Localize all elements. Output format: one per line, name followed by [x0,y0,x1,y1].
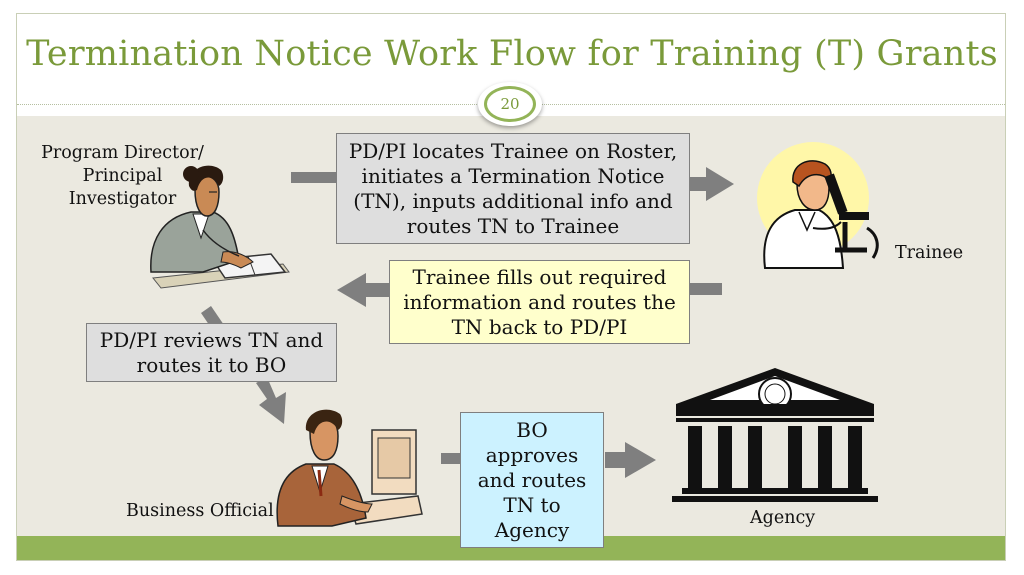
pdpi-label: Program Director/ Principal Investigator [30,142,215,211]
step3-box: PD/PI reviews TN and routes it to BO [86,323,337,382]
step2-line: TN back to PD/PI [451,314,628,339]
business-official-icon [276,409,423,527]
step2-box: Trainee fills out required information a… [389,260,690,344]
step4-line: approves [485,442,579,467]
pdpi-label-line: Principal [82,166,163,186]
business-official-label: Business Official [126,501,274,521]
step4-line: BO [516,417,548,442]
step3-line: routes it to BO [136,352,287,377]
page-number: 20 [484,86,536,122]
arrow-bo-to-step4 [441,453,460,464]
slide-title: Termination Notice Work Flow for Trainin… [26,34,998,74]
arrow-step3-to-bo [256,377,286,424]
step4-line: TN to [503,492,561,517]
step2-line: Trainee fills out required [412,264,667,289]
agency-building-icon [672,368,878,502]
step1-line: initiates a Termination Notice [361,163,665,188]
arrow-trainee-to-step2 [689,283,722,295]
step1-line: PD/PI locates Trainee on Roster, [348,138,678,163]
step2-line: information and routes the [403,289,676,314]
arrow-pdpi-to-step1 [291,172,336,183]
step1-line: (TN), inputs additional info and [353,188,673,213]
pdpi-label-line: Program Director/ [41,143,204,163]
trainee-label: Trainee [895,243,964,263]
step1-box: PD/PI locates Trainee on Roster, initiat… [336,133,690,244]
trainee-scientist-icon [757,142,879,269]
pdpi-person-icon [150,165,290,289]
arrow-step2-to-pdpi [337,273,389,307]
arrow-step4-to-agency [605,442,656,478]
step3-line: PD/PI reviews TN and [99,327,324,352]
step4-line: and routes [477,467,587,492]
step1-line: routes TN to Trainee [406,213,620,238]
step4-line: Agency [494,517,570,542]
agency-label: Agency [750,508,816,528]
arrow-step1-to-trainee [690,167,734,201]
pdpi-label-line: Investigator [68,189,177,209]
step4-box: BO approves and routes TN to Agency [460,412,604,548]
